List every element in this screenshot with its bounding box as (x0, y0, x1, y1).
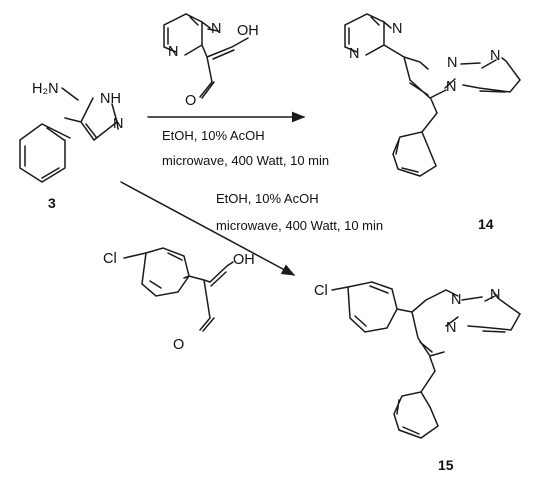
pyrazole-n-label: N (490, 287, 500, 303)
compound-3-label: 3 (48, 195, 56, 211)
aldehyde-oxygen-label: O (185, 93, 196, 109)
lower-conditions-solvent: EtOH, 10% AcOH (216, 191, 319, 206)
pyrimidine-n-label: N (446, 79, 456, 95)
aminopyrazole-structure: H₂N NH N 3 (19, 81, 123, 211)
compound-15-label: 15 (438, 457, 454, 473)
chlorine-label: Cl (314, 283, 328, 299)
bridgehead-n-label: N (451, 292, 461, 308)
pyrazinyl-malondialdehyde-structure: N N OH O (163, 13, 259, 109)
pyrazole-n-label: N (113, 116, 123, 132)
pyrazine-n-label: N (168, 44, 178, 60)
chlorine-label: Cl (103, 251, 117, 267)
bridgehead-n-label: N (447, 55, 457, 71)
product-14-structure: N N N N N 14 (344, 13, 521, 232)
pyrazole-nh-label: NH (100, 91, 121, 107)
upper-conditions-heating: microwave, 400 Watt, 10 min (162, 153, 329, 168)
upper-conditions-solvent: EtOH, 10% AcOH (162, 128, 265, 143)
lower-conditions-heating: microwave, 400 Watt, 10 min (216, 218, 383, 233)
aldehyde-oxygen-label: O (173, 337, 184, 353)
pyrazole-n-label: N (490, 48, 500, 64)
hydroxyl-label: OH (233, 252, 255, 268)
compound-14-label: 14 (478, 216, 494, 232)
product-15-structure: Cl N N N 15 (314, 281, 521, 473)
hydroxyl-label: OH (237, 23, 259, 39)
pyrazine-n-label: N (392, 21, 402, 37)
pyrazine-n-label: N (211, 21, 221, 37)
lower-reaction-arrow (120, 181, 296, 276)
amino-group-label: H₂N (32, 81, 59, 97)
pyrazine-n-label: N (349, 46, 359, 62)
chlorophenyl-malondialdehyde-structure: Cl OH O (103, 247, 255, 353)
pyrimidine-n-label: N (446, 320, 456, 336)
